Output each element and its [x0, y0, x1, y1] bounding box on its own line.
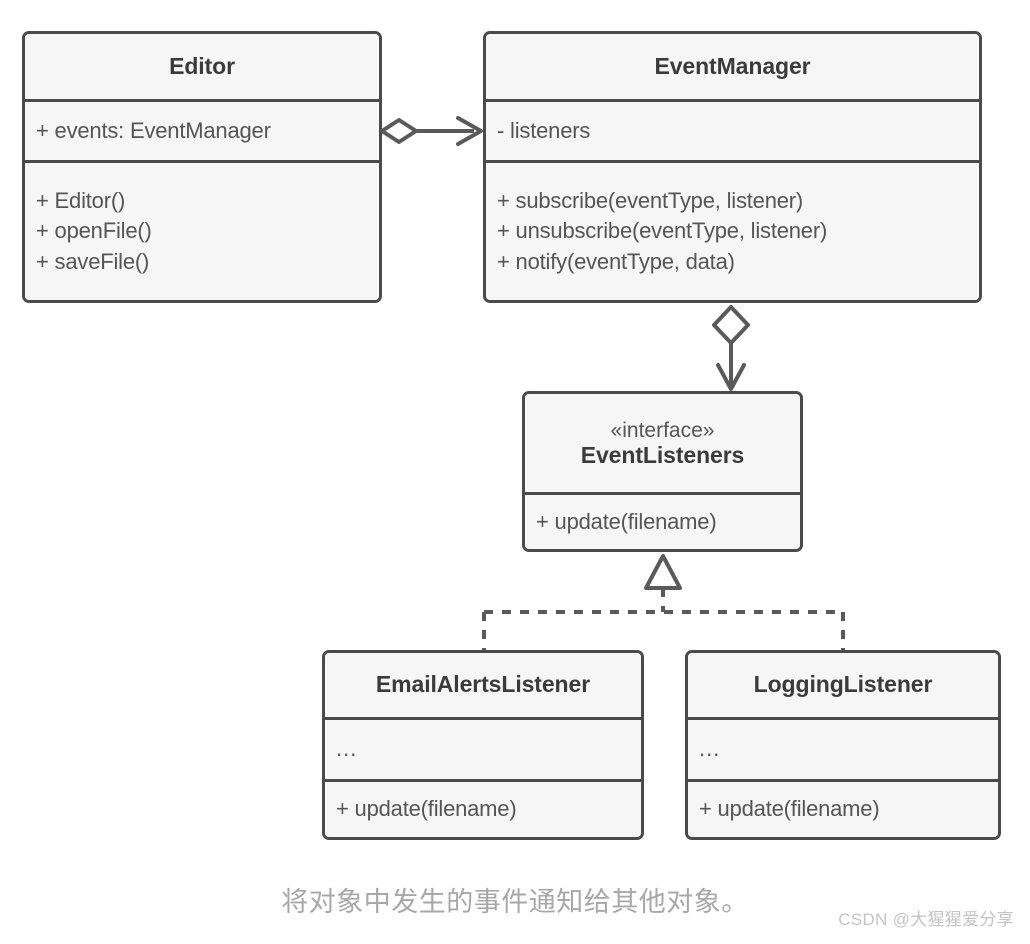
hollow-triangle-icon: [644, 554, 682, 590]
watermark-text: CSDN @大猩猩爱分享: [838, 910, 1014, 929]
class-title-editor: Editor: [169, 52, 235, 79]
method-row: + subscribe(eventType, listener): [497, 187, 804, 213]
class-box-email-alerts-listener[interactable]: EmailAlertsListener ... + update(filenam…: [322, 650, 644, 840]
relationship-realization-group: [482, 554, 845, 650]
class-methods-compartment-event-manager: + subscribe(eventType, listener) + unsub…: [486, 160, 979, 300]
class-attributes-compartment-editor: + events: EventManager: [25, 99, 379, 160]
diagram-caption: 将对象中发生的事件通知给其他对象。: [281, 887, 749, 917]
relationship-editor-to-eventmanager: [380, 116, 483, 146]
class-attributes-compartment-logging-listener: ...: [688, 717, 998, 779]
method-row: + unsubscribe(eventType, listener): [497, 218, 828, 244]
method-row: + saveFile(): [36, 248, 150, 274]
class-methods-compartment-logging-listener: + update(filename): [688, 779, 998, 837]
class-box-event-listeners[interactable]: «interface» EventListeners + update(file…: [522, 391, 803, 552]
class-methods-compartment-event-listeners: + update(filename): [525, 492, 800, 549]
method-row: + openFile(): [36, 218, 152, 244]
class-stereotype-event-listeners: «interface»: [610, 418, 715, 442]
class-name-compartment-event-listeners: «interface» EventListeners: [525, 394, 800, 492]
class-title-event-manager: EventManager: [654, 52, 811, 79]
class-methods-compartment-email-alerts-listener: + update(filename): [325, 779, 641, 837]
attribute-row: ...: [699, 736, 721, 762]
attribute-row: - listeners: [497, 117, 591, 143]
attribute-row: + events: EventManager: [36, 117, 271, 143]
class-attributes-compartment-event-manager: - listeners: [486, 99, 979, 160]
relationship-eventmanager-to-eventlisteners: [712, 305, 750, 391]
class-box-editor[interactable]: Editor + events: EventManager + Editor()…: [22, 31, 382, 303]
open-arrow-icon: [456, 116, 483, 146]
class-methods-compartment-editor: + Editor() + openFile() + saveFile(): [25, 160, 379, 300]
class-title-logging-listener: LoggingListener: [753, 671, 933, 698]
hollow-diamond-icon: [380, 118, 418, 144]
class-title-email-alerts-listener: EmailAlertsListener: [375, 671, 591, 698]
attribute-row: ...: [336, 736, 358, 762]
class-box-logging-listener[interactable]: LoggingListener ... + update(filename): [685, 650, 1001, 840]
class-name-compartment-event-manager: EventManager: [486, 34, 979, 99]
class-title-event-listeners: EventListeners: [580, 441, 745, 468]
class-name-compartment-logging-listener: LoggingListener: [688, 653, 998, 717]
class-attributes-compartment-email-alerts-listener: ...: [325, 717, 641, 779]
method-row: + update(filename): [699, 796, 880, 822]
class-name-compartment-email-alerts-listener: EmailAlertsListener: [325, 653, 641, 717]
method-row: + notify(eventType, data): [497, 248, 735, 274]
hollow-diamond-icon: [712, 305, 750, 345]
class-name-compartment-editor: Editor: [25, 34, 379, 99]
class-box-event-manager[interactable]: EventManager - listeners + subscribe(eve…: [483, 31, 982, 303]
method-row: + update(filename): [536, 508, 717, 534]
method-row: + update(filename): [336, 796, 517, 822]
method-row: + Editor(): [36, 187, 126, 213]
open-arrow-icon: [716, 363, 746, 391]
